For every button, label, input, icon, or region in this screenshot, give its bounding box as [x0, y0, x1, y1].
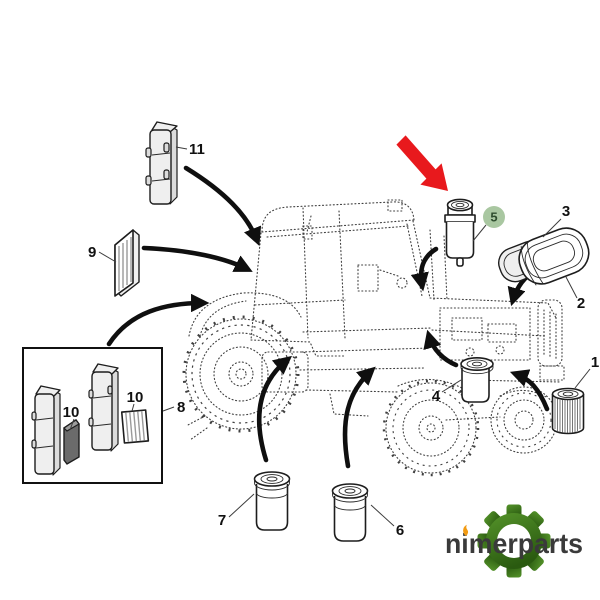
- nimerparts-logo: nimerparts: [445, 504, 583, 578]
- callout-label-5: 5: [490, 210, 497, 225]
- kit-filter-10-dark: [63, 419, 80, 465]
- gear-icon: [477, 504, 551, 578]
- part-6-spin-on-filter: [331, 483, 369, 542]
- tractor-outline-drawing: [182, 199, 565, 477]
- part-5-fuel-filter-highlighted: [444, 198, 476, 267]
- part-1-cartridge-filter: [551, 387, 585, 435]
- callout-label-11: 11: [189, 141, 205, 158]
- tractor-chassis: [185, 327, 433, 441]
- callout-label-10b: 10: [127, 389, 144, 406]
- parts-2-3-air-filters: [498, 227, 590, 286]
- arrow-part9-to-cab: [141, 245, 253, 272]
- callout-label-3: 3: [562, 203, 570, 220]
- highlight-red-arrow: [396, 135, 448, 191]
- arrow-part7-to-chassis: [257, 355, 292, 463]
- callout-label-1: 1: [591, 354, 599, 371]
- arrow-part4-to-engine: [423, 329, 459, 368]
- arrow-part6-to-chassis: [342, 366, 376, 469]
- kit-filter-10-striped: [120, 409, 150, 444]
- part-7-spin-on-filter: [253, 471, 291, 531]
- kit-filter-center: [88, 363, 119, 452]
- part-4-spin-on-filter: [460, 356, 494, 403]
- arrow-part11-to-cab: [183, 165, 262, 246]
- part-8-filter-kit-box: 10 10: [22, 347, 163, 484]
- locator-arrows: [106, 165, 550, 469]
- arrow-part5-to-engine: [410, 246, 439, 292]
- arrow-part1-to-axle: [509, 369, 550, 412]
- callout-label-9: 9: [88, 244, 96, 261]
- kit-filter-left: [31, 385, 61, 476]
- part-1-pleats: [554, 398, 581, 433]
- tractor-front-wheels: [382, 379, 558, 477]
- callout-label-2: 2: [577, 295, 585, 312]
- part-9-filter-panel: [114, 229, 140, 297]
- flame-tittle-icon: [463, 524, 469, 536]
- arrow-part8-to-wheel: [106, 293, 210, 347]
- logo-wordmark: nimerparts: [445, 528, 583, 559]
- highlight-badge-5: 5: [472, 206, 505, 242]
- callout-label-8: 8: [177, 399, 185, 416]
- callout-label-10a: 10: [63, 404, 80, 421]
- part-2-primary-element: [518, 227, 590, 286]
- callout-label-4: 4: [432, 388, 441, 405]
- callout-label-6: 6: [396, 522, 404, 539]
- callout-label-7: 7: [218, 512, 226, 529]
- part-11-cab-air-filter: [145, 121, 178, 205]
